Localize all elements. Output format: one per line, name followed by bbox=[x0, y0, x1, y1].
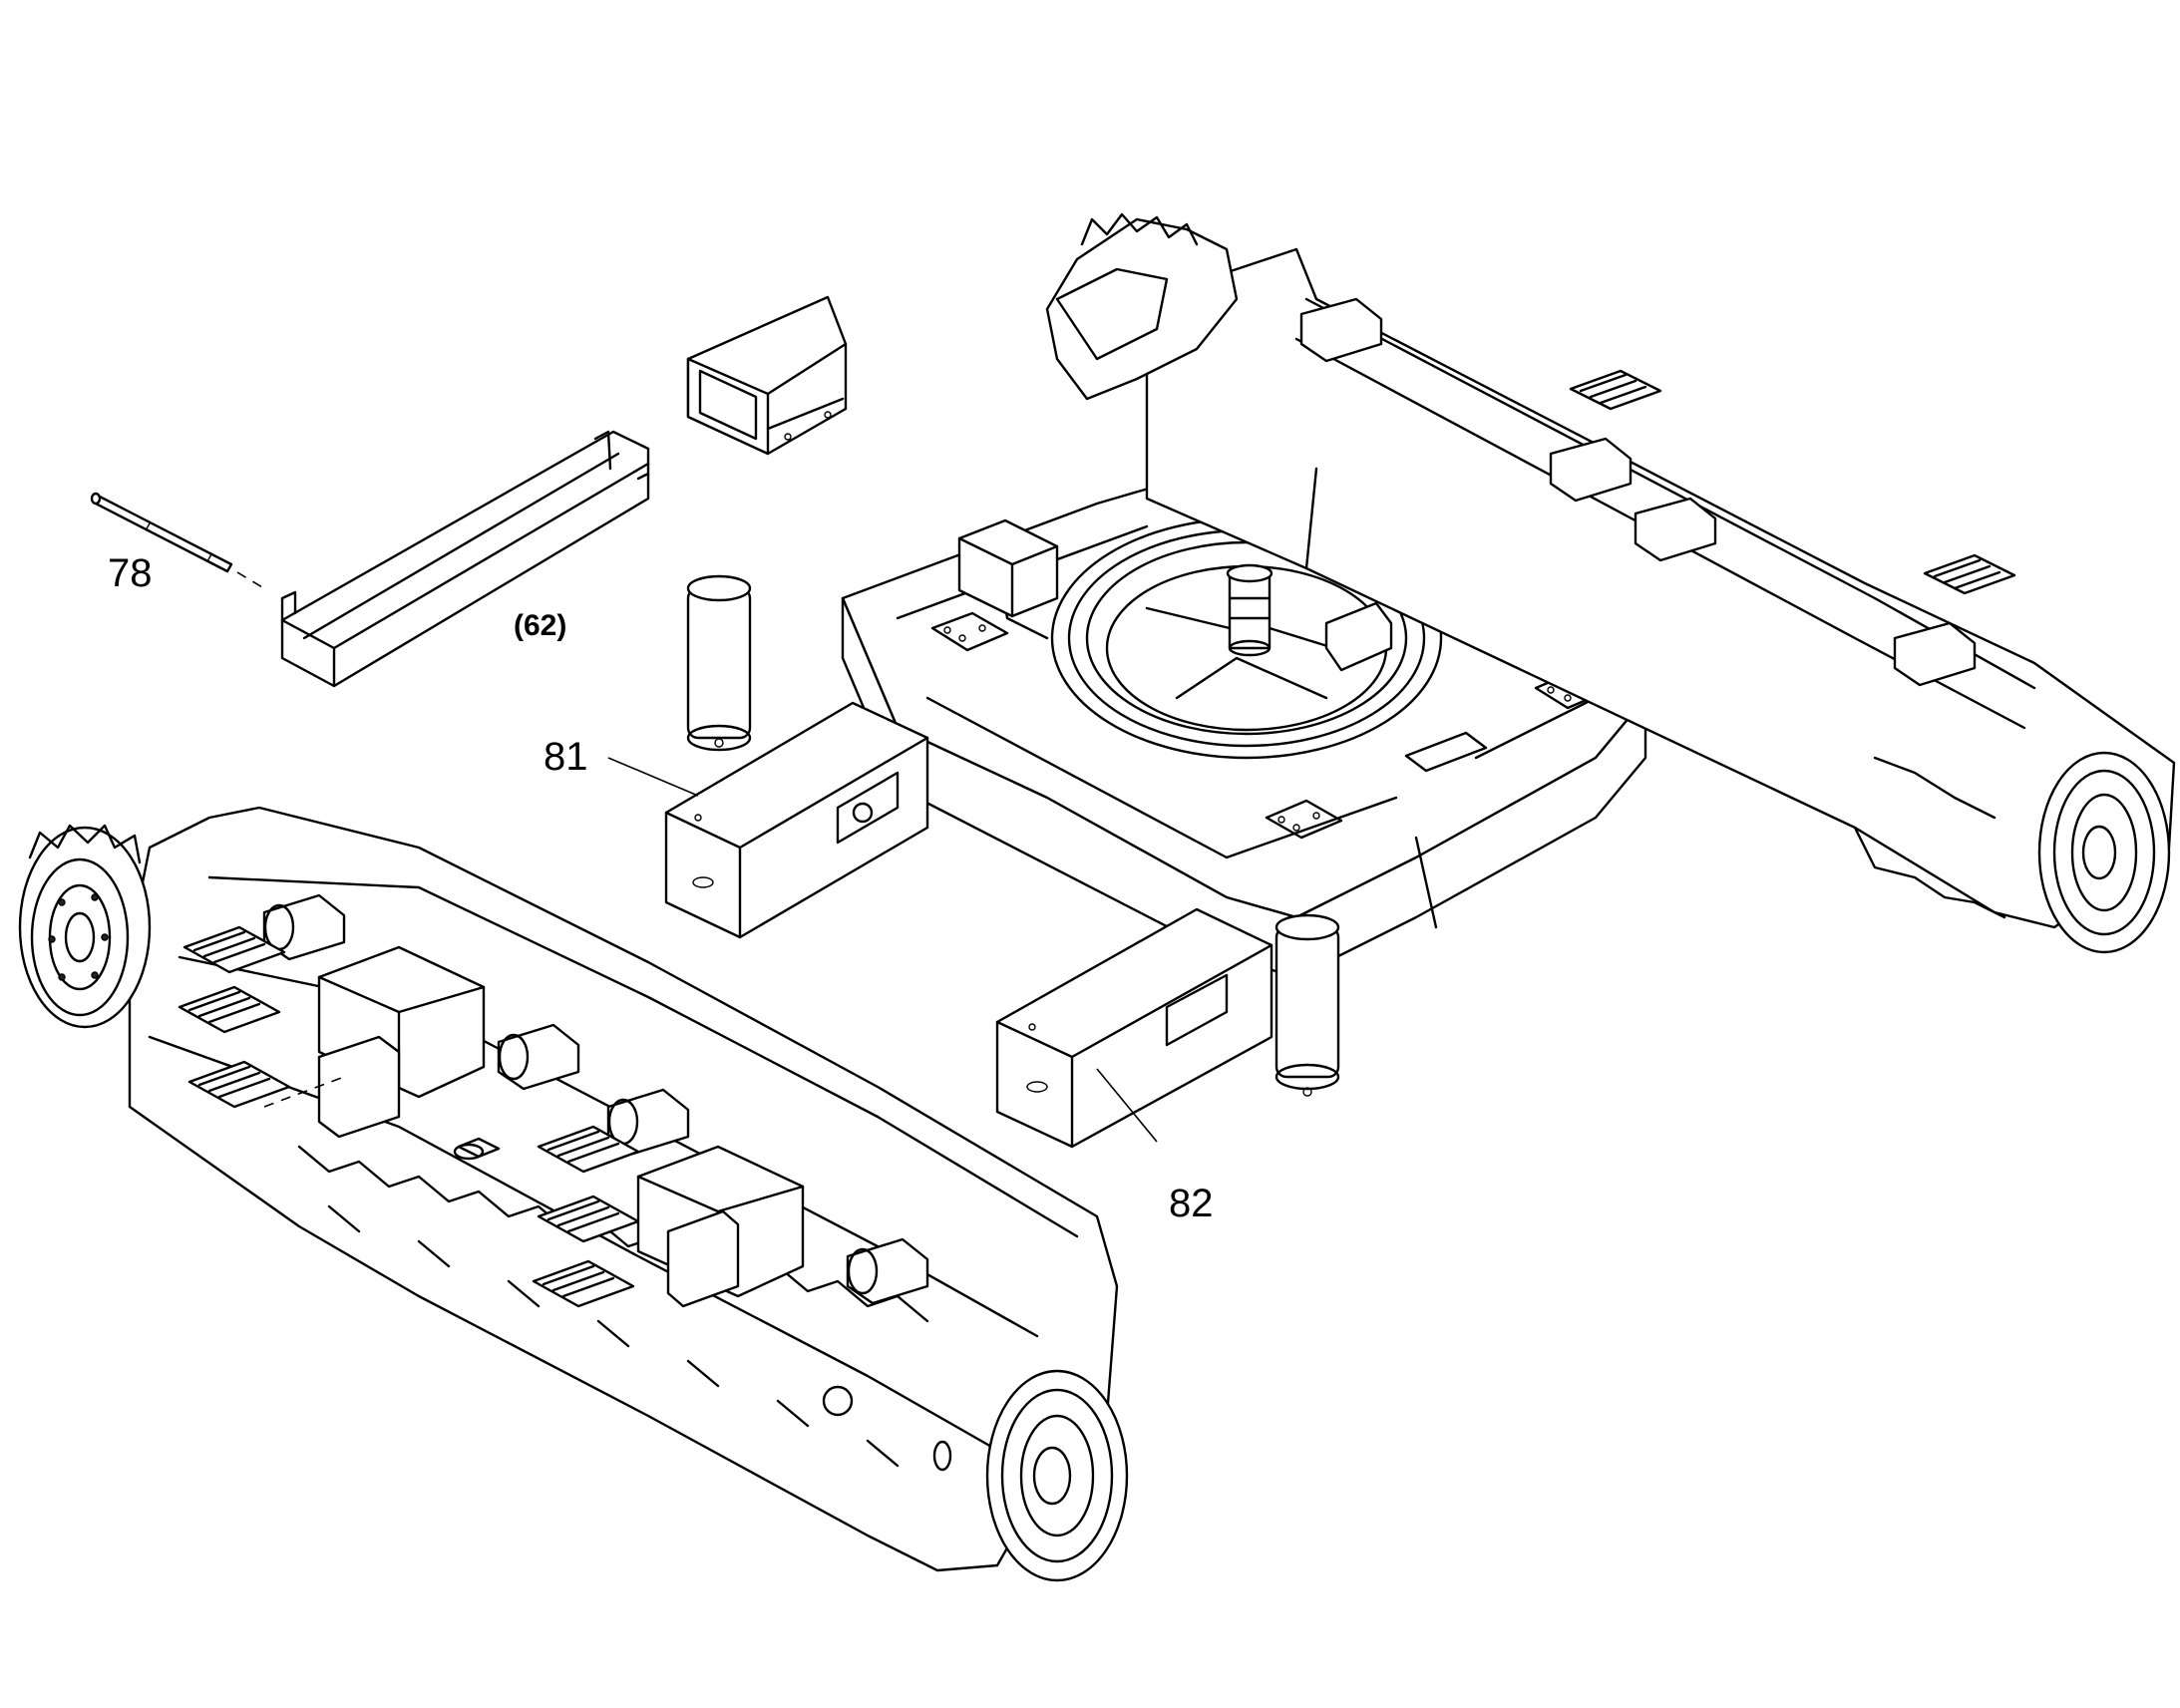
callout-62: (62) bbox=[514, 609, 566, 642]
leader-lines bbox=[607, 757, 1158, 1143]
drive-sprocket-left bbox=[18, 824, 152, 1029]
step-plates-right bbox=[1569, 369, 2016, 595]
idler-wheel-right bbox=[2037, 751, 2171, 954]
arm-82 bbox=[995, 907, 1273, 1149]
callout-78: 78 bbox=[108, 551, 153, 595]
arm-81 bbox=[664, 701, 929, 939]
chute-part bbox=[686, 295, 848, 456]
carrier-rollers-right bbox=[1299, 297, 1977, 687]
track-frame-right bbox=[1045, 212, 2176, 954]
cylinder-left bbox=[686, 574, 752, 752]
callout-82: 82 bbox=[1169, 1182, 1214, 1225]
callout-81: 81 bbox=[544, 735, 588, 779]
cylinder-front bbox=[1274, 913, 1340, 1097]
cover-channel-part bbox=[280, 430, 650, 688]
track-frame-left bbox=[18, 806, 1129, 1582]
pin-part bbox=[90, 492, 268, 591]
carrier-rollers-left bbox=[262, 893, 929, 1305]
sprocket-bolt-circle bbox=[48, 893, 109, 981]
idler-wheel-left bbox=[985, 1369, 1129, 1582]
